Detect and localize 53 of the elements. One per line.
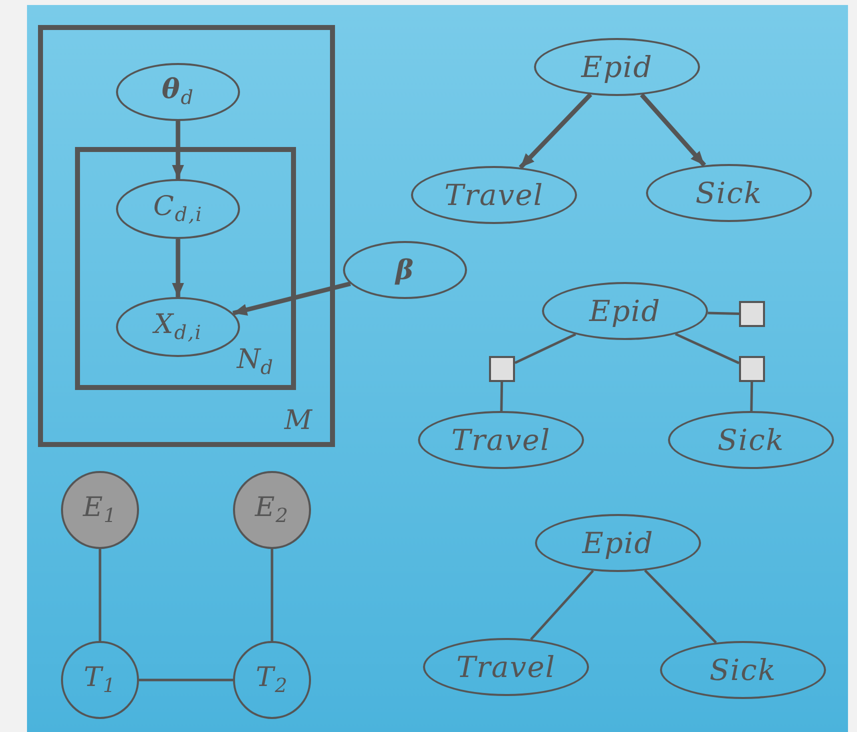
connector-line — [750, 382, 754, 412]
node-label: θ$_{d}$ — [162, 76, 194, 108]
node-label: Sick — [696, 178, 762, 208]
connector-line — [514, 333, 576, 364]
connector-line — [98, 549, 102, 641]
connector-line — [500, 382, 504, 412]
variable-ellipse — [411, 166, 577, 224]
variable-ellipse — [534, 38, 700, 96]
variable-ellipse — [116, 63, 240, 121]
plate-box — [38, 25, 335, 447]
node-label: E$_{1}$ — [82, 494, 118, 526]
plate-box — [75, 147, 296, 390]
plate-label: M — [284, 407, 312, 434]
variable-ellipse — [418, 411, 584, 469]
arrow — [232, 282, 351, 316]
node-label: T$_{2}$ — [256, 664, 288, 696]
factor-square — [739, 301, 765, 327]
node-label: Epid — [582, 528, 654, 558]
variable-circle — [233, 641, 311, 719]
variable-ellipse — [343, 241, 467, 299]
connector-line — [530, 570, 594, 640]
node-label: C$_{d,i}$ — [153, 193, 203, 225]
plate-label: N$_{d}$ — [236, 346, 273, 377]
variable-circle — [61, 641, 139, 719]
node-label: T$_{1}$ — [84, 664, 116, 696]
node-label: Sick — [710, 656, 776, 684]
variable-ellipse — [423, 638, 589, 696]
connector-line — [674, 332, 740, 364]
connector-line — [139, 678, 233, 682]
node-label: Epid — [581, 52, 653, 82]
node-label: Travel — [444, 180, 544, 210]
node-label: X$_{d,i}$ — [154, 311, 202, 343]
variable-ellipse — [668, 411, 834, 469]
arrow — [640, 93, 706, 167]
node-label: β — [396, 256, 414, 284]
node-label: Epid — [589, 296, 661, 326]
variable-ellipse — [660, 641, 826, 699]
node-label: Travel — [451, 426, 551, 454]
variable-ellipse — [116, 179, 240, 239]
connector-line — [270, 549, 274, 641]
connector-line — [708, 312, 740, 315]
factor-square — [489, 356, 515, 382]
arrow — [518, 92, 592, 170]
connector-line — [644, 570, 717, 644]
node-label: Travel — [456, 652, 556, 682]
factor-square — [739, 356, 765, 382]
variable-ellipse — [646, 164, 812, 222]
variable-ellipse — [535, 514, 701, 572]
arrow — [172, 239, 184, 297]
variable-ellipse — [542, 282, 708, 340]
arrow — [172, 121, 184, 179]
node-label: E$_{2}$ — [254, 494, 290, 526]
node-label: Sick — [718, 426, 784, 454]
